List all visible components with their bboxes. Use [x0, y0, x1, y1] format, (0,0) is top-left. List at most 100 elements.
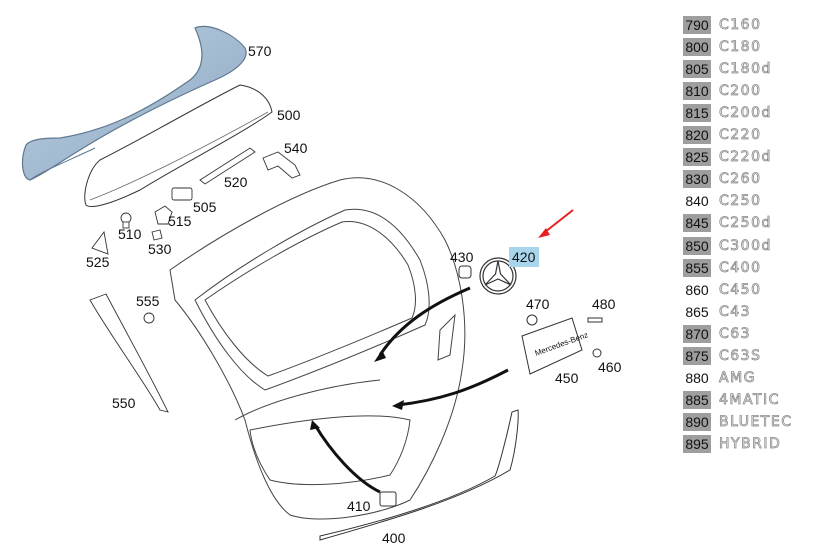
- clip-515: [154, 205, 173, 225]
- legend-row-885[interactable]: 885 4MATIC: [683, 391, 780, 409]
- badge-label: C400: [719, 260, 762, 277]
- callout-500[interactable]: 500: [277, 107, 301, 123]
- callout-460[interactable]: 460: [598, 359, 622, 375]
- legend-row-815[interactable]: 815 C200d: [683, 104, 772, 122]
- legend-number: 825: [683, 148, 711, 166]
- legend-number: 890: [683, 413, 711, 431]
- legend-row-800[interactable]: 800 C180: [683, 38, 762, 56]
- callout-470[interactable]: 470: [526, 296, 550, 312]
- bolt-480: [587, 317, 603, 323]
- badge-label: C220d: [719, 149, 772, 166]
- legend-number: 895: [683, 435, 711, 453]
- legend-row-895[interactable]: 895 HYBRID: [683, 435, 781, 453]
- pointer-arrowheads: [310, 350, 404, 430]
- callout-550[interactable]: 550: [112, 395, 136, 411]
- callout-450[interactable]: 450: [555, 370, 579, 386]
- part-410: [379, 491, 397, 507]
- legend-number: 790: [683, 16, 711, 34]
- badge-label: 4MATIC: [719, 392, 780, 409]
- legend-number: 815: [683, 104, 711, 122]
- pointer-arrows: [313, 286, 509, 494]
- badge-label: BLUETEC: [719, 414, 793, 431]
- legend-number: 885: [683, 391, 711, 409]
- cover-525: [91, 230, 109, 255]
- callout-515[interactable]: 515: [168, 213, 192, 229]
- legend-number: 855: [683, 259, 711, 277]
- legend-number: 860: [685, 282, 709, 298]
- badge-label: C260: [719, 171, 762, 188]
- legend-row-830[interactable]: 830 C260: [683, 170, 762, 188]
- legend-number: 875: [683, 347, 711, 365]
- callout-labels: 570 500 540 520 505 515 510 530 525 555 …: [86, 43, 622, 546]
- badge-label: C200d: [719, 105, 772, 122]
- roof-spoiler-500: [84, 84, 273, 207]
- clip-510: [120, 212, 132, 224]
- badge-label: C160: [719, 17, 762, 34]
- grommet-460: [592, 348, 602, 358]
- highlight-badge: [509, 247, 539, 267]
- fasteners: [526, 314, 603, 358]
- legend-row-860[interactable]: 860 C450: [683, 281, 762, 299]
- legend-row-810[interactable]: 810 C200: [683, 82, 762, 100]
- callout-510[interactable]: 510: [118, 226, 142, 242]
- side-trim-550: [89, 293, 169, 413]
- callout-540[interactable]: 540: [284, 140, 308, 156]
- legend-row-790[interactable]: 790 C160: [683, 16, 762, 34]
- callout-570[interactable]: 570: [248, 43, 272, 59]
- callout-410[interactable]: 410: [347, 498, 371, 514]
- nut-470: [526, 314, 538, 326]
- badge-label: C450: [719, 282, 762, 299]
- callout-430[interactable]: 430: [450, 249, 474, 265]
- liftgate-outline: [169, 177, 466, 520]
- spoiler-570: [21, 26, 247, 181]
- trim-strip-400: [319, 409, 519, 541]
- callout-555[interactable]: 555: [136, 293, 160, 309]
- legend-number: 810: [683, 82, 711, 100]
- badge-label: C180: [719, 39, 762, 56]
- badge-label: C250d: [719, 215, 772, 232]
- legend-row-880[interactable]: 880 AMG: [683, 369, 756, 387]
- legend-number: 850: [683, 237, 711, 255]
- legend-number: 805: [683, 60, 711, 78]
- badge-label: C63: [719, 326, 752, 343]
- callout-525[interactable]: 525: [86, 254, 110, 270]
- legend-number: 800: [683, 38, 711, 56]
- bracket-540: [262, 151, 301, 179]
- legend-number: 865: [685, 304, 709, 320]
- star-emblem-420: [479, 257, 517, 295]
- callout-520[interactable]: 520: [224, 174, 248, 190]
- callout-480[interactable]: 480: [592, 296, 616, 312]
- legend-row-820[interactable]: 820 C220: [683, 126, 762, 144]
- badge-label: C220: [719, 127, 762, 144]
- legend-row-825[interactable]: 825 C220d: [683, 148, 772, 166]
- badge-label: C180d: [719, 61, 772, 78]
- badge-label: C63S: [719, 348, 762, 365]
- badge-label: HYBRID: [719, 436, 782, 453]
- callout-505[interactable]: 505: [193, 199, 217, 215]
- legend-number: 820: [683, 126, 711, 144]
- callout-400[interactable]: 400: [382, 530, 406, 546]
- legend-row-875[interactable]: 875 C63S: [683, 347, 761, 365]
- callout-420[interactable]: 420: [512, 249, 536, 265]
- strip-520: [199, 147, 256, 185]
- legend-number: 880: [685, 370, 709, 386]
- callout-530[interactable]: 530: [148, 241, 172, 257]
- legend-row-855[interactable]: 855 C400: [683, 259, 762, 277]
- cap-430: [458, 265, 472, 279]
- legend-number: 830: [683, 170, 711, 188]
- clip-505: [171, 187, 193, 201]
- legend-row-890[interactable]: 890 BLUETEC: [683, 413, 792, 431]
- clip-555: [143, 312, 155, 324]
- badge-label: C200: [719, 83, 762, 100]
- badge-label: AMG: [719, 370, 757, 387]
- highlight-arrow: [538, 209, 574, 238]
- legend-row-805[interactable]: 805 C180d: [683, 60, 772, 78]
- legend-number: 840: [685, 193, 709, 209]
- badge-label: C43: [719, 304, 752, 321]
- clip-510-stem: [122, 221, 130, 229]
- legend-row-865[interactable]: 865 C43: [683, 303, 751, 321]
